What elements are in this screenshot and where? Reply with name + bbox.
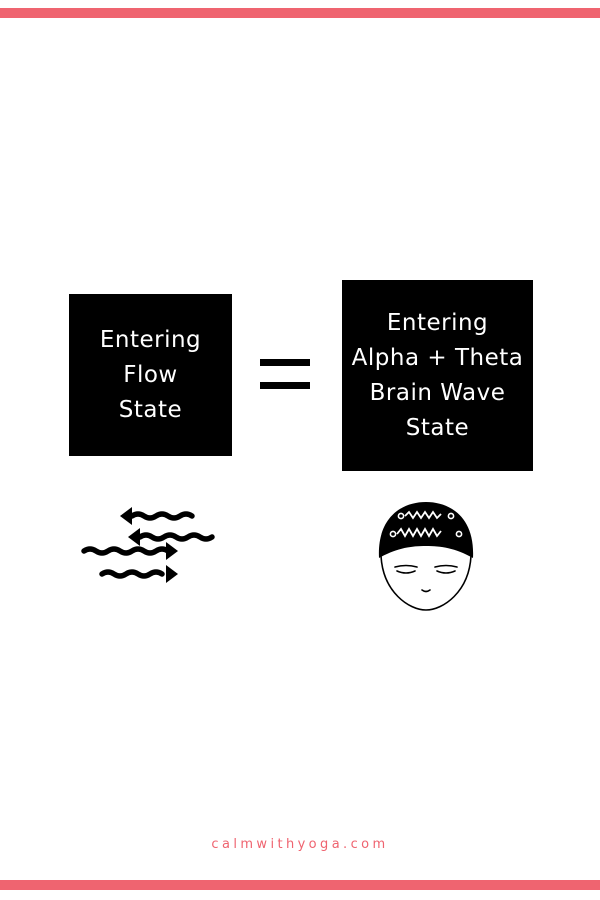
website-footer: calmwithyoga.com — [211, 837, 389, 852]
brain-wave-line-1: Entering — [386, 309, 489, 336]
brain-wave-line-4: State — [405, 414, 470, 441]
brain-wave-state-box: Entering Alpha + Theta Brain Wave State — [342, 280, 533, 471]
flow-state-line-1: Entering — [99, 326, 202, 353]
brain-wave-line-2: Alpha + Theta — [351, 344, 524, 371]
bottom-accent-bar — [0, 880, 600, 890]
flow-state-line-3: State — [118, 396, 183, 423]
brain-wave-line-3: Brain Wave — [369, 379, 506, 406]
flow-state-line-2: Flow — [123, 361, 178, 388]
flow-state-box: Entering Flow State — [69, 294, 232, 456]
equals-sign-bottom-stroke — [260, 382, 310, 389]
top-accent-bar — [0, 8, 600, 18]
flowing-waves-icon — [81, 507, 215, 583]
brain-wave-head-icon — [378, 502, 474, 611]
equals-sign-top-stroke — [260, 359, 310, 366]
